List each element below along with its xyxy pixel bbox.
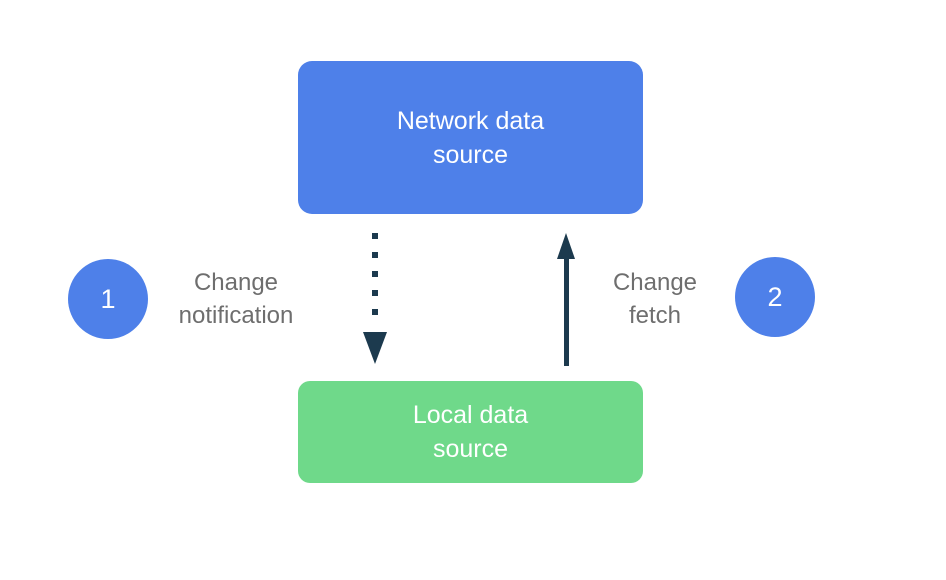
network-node-label: Network data source: [396, 106, 545, 169]
arrowhead-down-icon: [363, 332, 387, 364]
local-data-source-node: Local data source: [298, 381, 643, 483]
solid-line: [563, 259, 569, 366]
step-1-number: 1: [100, 283, 116, 314]
dotted-down-arrow-icon: [362, 233, 388, 364]
solid-up-arrow-icon: [557, 233, 575, 366]
local-node-label: Local data source: [412, 401, 529, 463]
step-1-badge: 1: [68, 259, 148, 339]
dotted-line: [372, 233, 378, 315]
change-notification-label: Change notification: [178, 269, 294, 329]
change-fetch-label: Change fetch: [612, 269, 698, 329]
arrowhead-up-icon: [557, 233, 575, 259]
network-data-source-node: Network data source: [298, 61, 643, 214]
step-2-badge: 2: [735, 257, 815, 337]
step-2-number: 2: [767, 281, 783, 312]
